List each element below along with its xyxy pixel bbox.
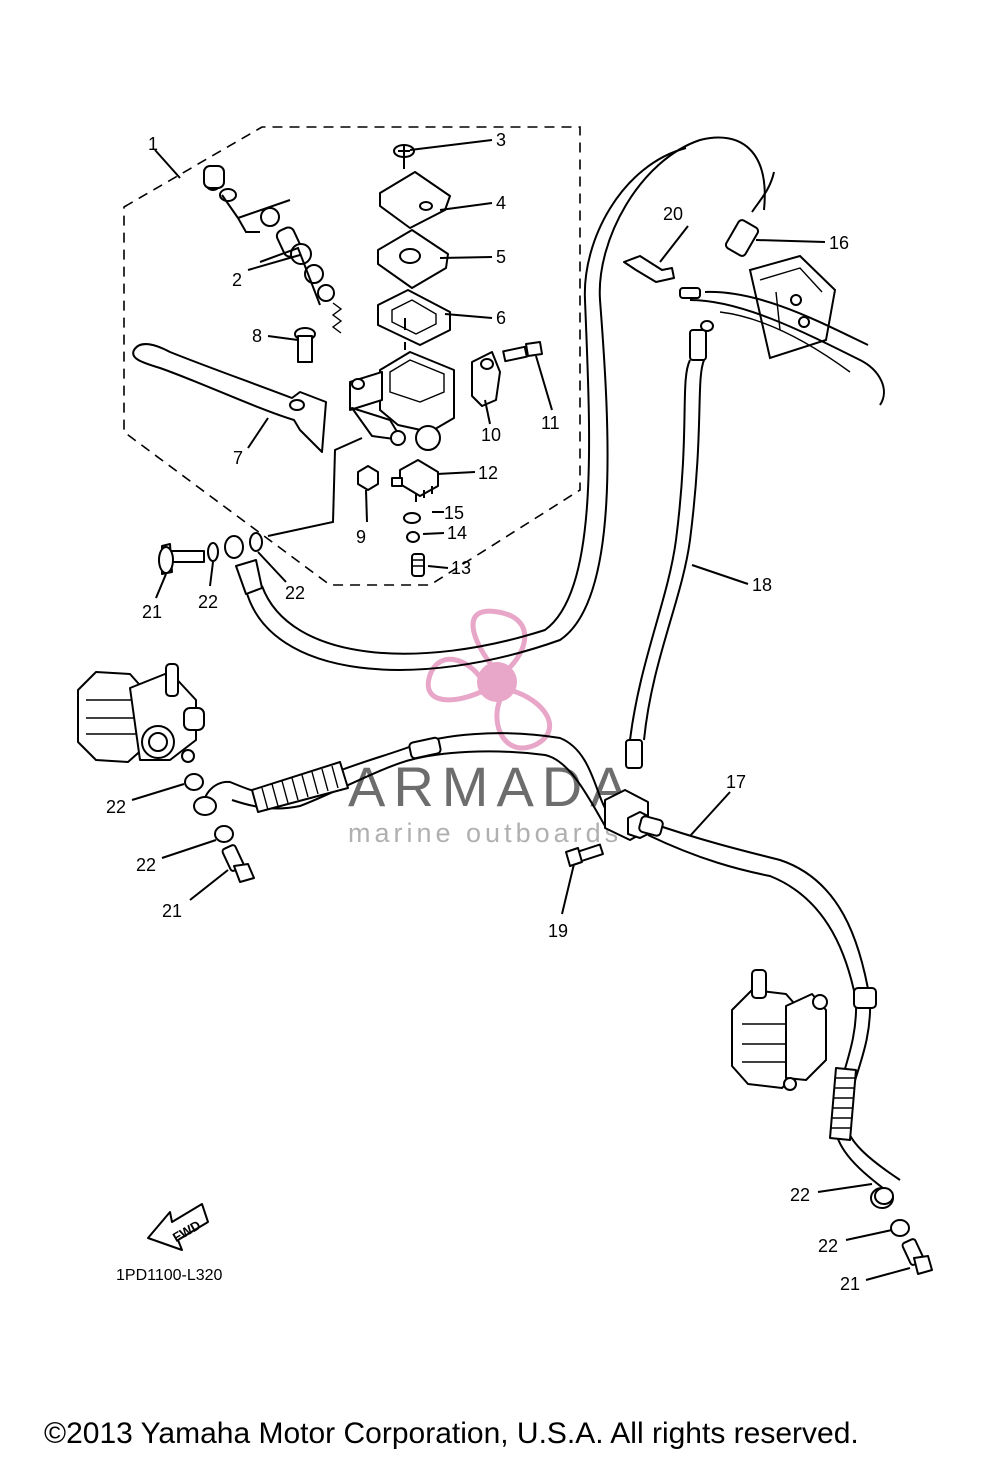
right-brake-caliper bbox=[731, 969, 828, 1091]
label-5: 5 bbox=[496, 247, 506, 267]
leader-banjo-connection bbox=[267, 437, 363, 537]
left-banjo-bolt bbox=[221, 844, 255, 883]
switch-washer bbox=[403, 512, 421, 524]
right-washer-lower bbox=[890, 1219, 910, 1237]
copyright-notice: ©2013 Yamaha Motor Corporation, U.S.A. A… bbox=[44, 1417, 859, 1450]
upper-washer-b bbox=[249, 532, 263, 552]
right-banjo-bolt bbox=[901, 1238, 933, 1275]
label-21-right: 21 bbox=[840, 1274, 860, 1294]
label-13: 13 bbox=[451, 558, 471, 578]
label-20: 20 bbox=[663, 204, 683, 224]
reservoir-cap bbox=[379, 171, 451, 229]
label-18: 18 bbox=[752, 575, 772, 595]
lever-nut bbox=[357, 465, 379, 491]
diaphragm bbox=[377, 289, 451, 346]
upper-washer-a bbox=[207, 542, 219, 562]
label-9: 9 bbox=[356, 527, 366, 547]
reservoir-screw bbox=[393, 144, 415, 169]
right-washer-upper bbox=[874, 1187, 894, 1205]
label-4: 4 bbox=[496, 193, 506, 213]
assembly-outline-dashed bbox=[123, 126, 581, 586]
watermark-subtitle: marine outboards bbox=[348, 818, 622, 848]
brake-pipe bbox=[629, 359, 705, 741]
brake-hose-left bbox=[202, 732, 606, 809]
master-cylinder-body bbox=[349, 318, 455, 451]
hose-ribbing-left bbox=[251, 736, 442, 813]
label-21-left: 21 bbox=[162, 901, 182, 921]
label-11: 11 bbox=[541, 413, 560, 433]
label-8: 8 bbox=[252, 326, 262, 346]
hose-fitting-16 bbox=[724, 171, 775, 257]
switch-screw bbox=[411, 553, 425, 577]
pipe-fitting-top bbox=[689, 320, 714, 361]
label-22-upper-a: 22 bbox=[198, 592, 218, 612]
label-7: 7 bbox=[233, 448, 243, 468]
label-12: 12 bbox=[478, 463, 498, 483]
label-1: 1 bbox=[148, 134, 158, 154]
label-16: 16 bbox=[829, 233, 849, 253]
leader-lines bbox=[131, 139, 911, 1281]
label-22-left-a: 22 bbox=[106, 797, 126, 817]
lever-pivot-bolt bbox=[294, 327, 316, 363]
label-6: 6 bbox=[496, 308, 506, 328]
label-14: 14 bbox=[447, 523, 467, 543]
part-labels: 1 2 3 4 5 6 7 8 9 10 11 12 13 14 15 16 1… bbox=[106, 130, 860, 1294]
brake-hose-main bbox=[245, 136, 766, 671]
label-17: 17 bbox=[726, 772, 746, 792]
left-washer-upper bbox=[184, 773, 204, 791]
label-22-left-b: 22 bbox=[136, 855, 156, 875]
label-15: 15 bbox=[444, 503, 464, 523]
hose-clip bbox=[623, 255, 675, 283]
label-10: 10 bbox=[481, 425, 501, 445]
label-21-upper: 21 bbox=[142, 602, 162, 622]
label-22-right-a: 22 bbox=[790, 1185, 810, 1205]
left-banjo-fitting bbox=[193, 796, 217, 816]
left-washer-lower bbox=[214, 825, 234, 843]
upper-banjo-fitting bbox=[224, 535, 244, 559]
label-22-right-b: 22 bbox=[818, 1236, 838, 1256]
hose-ribbing-right bbox=[638, 815, 877, 1141]
holder-bolt bbox=[502, 341, 543, 363]
upper-banjo-bolt bbox=[158, 543, 205, 575]
label-22-upper-b: 22 bbox=[285, 583, 305, 603]
brake-lever bbox=[132, 343, 327, 453]
label-3: 3 bbox=[496, 130, 506, 150]
label-2: 2 bbox=[232, 270, 242, 290]
diagram-code: 1PD1100-L320 bbox=[116, 1267, 223, 1284]
switch-spacer bbox=[406, 531, 420, 543]
piston-kit bbox=[203, 165, 343, 334]
brake-switch bbox=[391, 459, 439, 502]
pipe-fitting-bottom bbox=[625, 739, 643, 769]
watermark: ARMADA marine outboards bbox=[348, 608, 636, 848]
left-brake-caliper bbox=[77, 663, 205, 763]
fwd-arrow-icon: FWD bbox=[147, 1203, 209, 1251]
hose-fitting-upper bbox=[235, 559, 263, 595]
propeller-logo-icon bbox=[425, 608, 553, 751]
frame-bracket bbox=[679, 254, 885, 406]
watermark-title: ARMADA bbox=[348, 755, 636, 818]
label-19: 19 bbox=[548, 921, 568, 941]
junction-bolt bbox=[565, 843, 604, 867]
